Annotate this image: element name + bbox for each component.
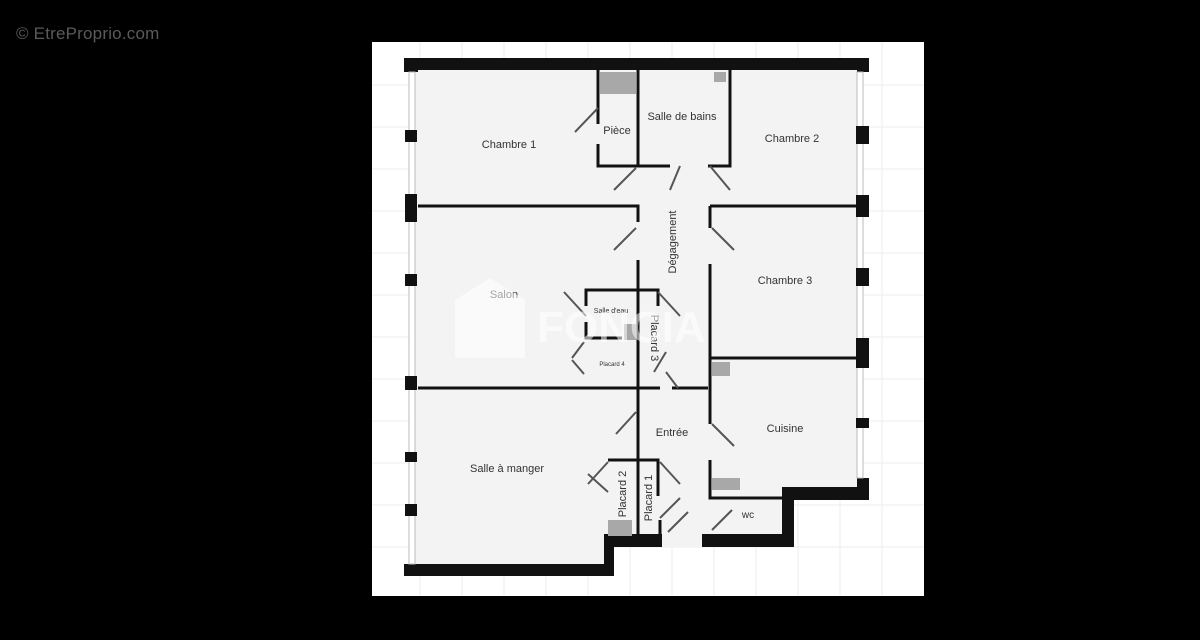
site-watermark: © EtreProprio.com (16, 24, 160, 43)
room-label-degagement: Dégagement (667, 211, 679, 274)
fixtures (600, 72, 740, 536)
room-label-piece: Pièce (603, 125, 631, 137)
room-label-chambre-1: Chambre 1 (482, 139, 536, 151)
room-label-salle-de-bains: Salle de bains (647, 111, 717, 123)
room-label-chambre-3: Chambre 3 (758, 275, 812, 287)
room-label-cuisine: Cuisine (767, 423, 804, 435)
interior-walls (418, 70, 862, 542)
floorplan-drawing: Chambre 1 Pièce Salle de bains Chambre 2… (372, 42, 924, 596)
room-label-chambre-2: Chambre 2 (765, 133, 819, 145)
room-label-placard-3: Placard 3 (648, 315, 660, 361)
outer-walls (404, 58, 869, 576)
room-label-salle-d-eau: Salle d'eau (594, 308, 629, 315)
room-label-salon: Salon (490, 289, 518, 301)
room-label-placard-4: Placard 4 (599, 362, 625, 368)
right-window-wall (856, 71, 869, 479)
room-label-wc: wc (741, 510, 754, 521)
floorplan-sheet: Chambre 1 Pièce Salle de bains Chambre 2… (372, 42, 924, 596)
room-label-salle-a-manger: Salle à manger (470, 463, 544, 475)
door-swings (563, 107, 735, 533)
room-label-entree: Entrée (656, 427, 688, 439)
room-label-placard-2: Placard 2 (617, 471, 629, 517)
room-label-placard-1: Placard 1 (643, 475, 655, 521)
left-window-wall (405, 71, 417, 565)
